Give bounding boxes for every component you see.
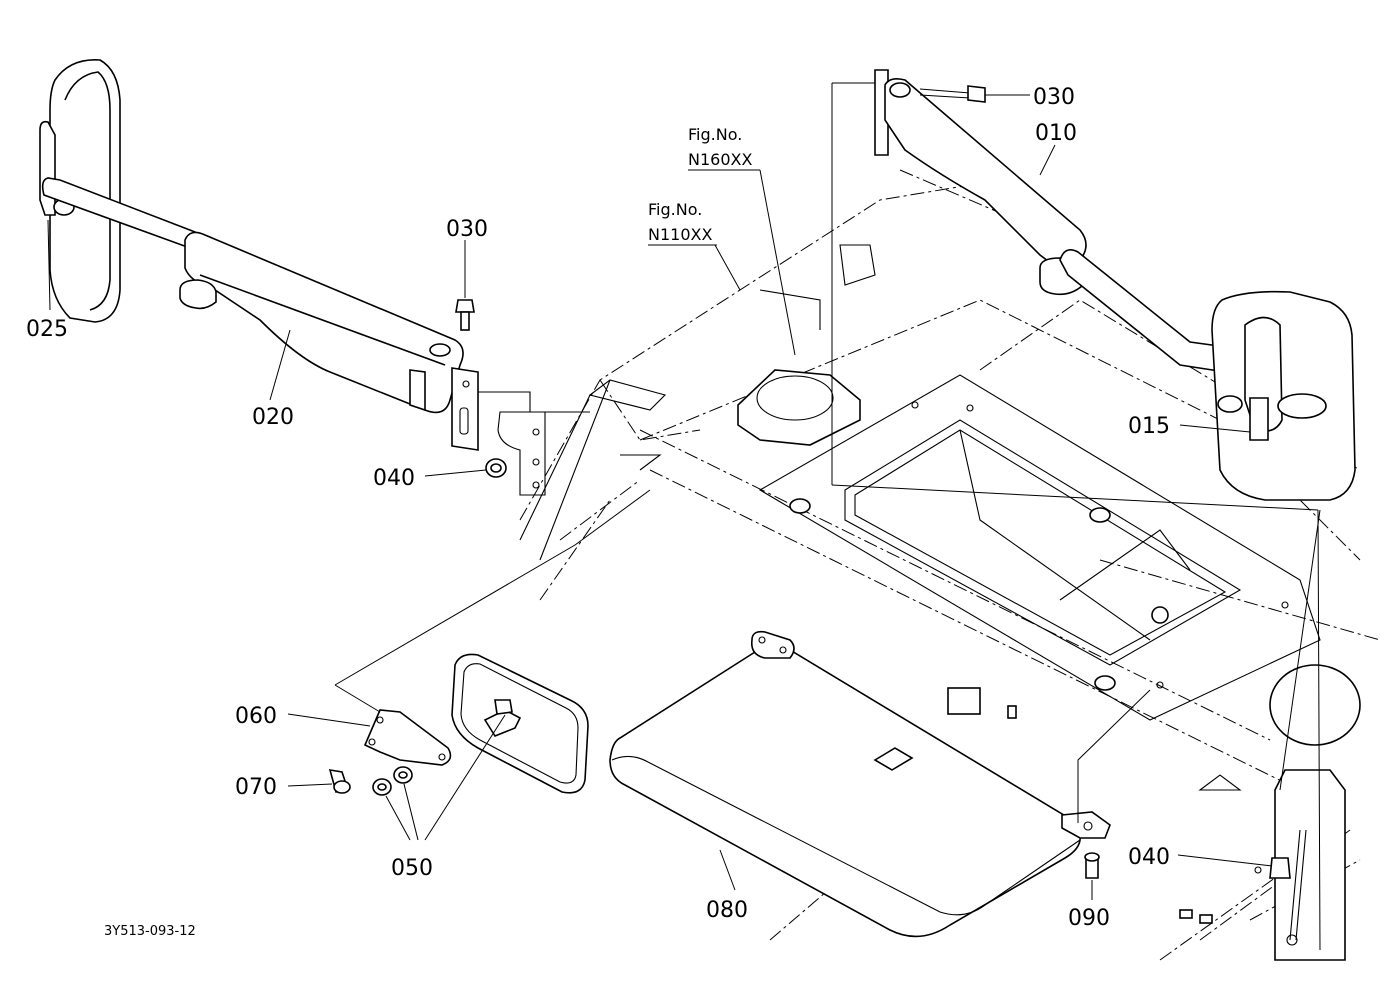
inner-mirror [451,653,589,794]
part-label-030-right: 030 [1033,85,1075,110]
fig-label-2: Fig.No. [648,200,702,219]
nut-040-right [1254,857,1291,879]
hood-pad [737,369,861,446]
reference-lines [47,82,1321,951]
fig-label-1: Fig.No. [688,125,742,144]
bolt-030-left [455,299,475,331]
fig-ref-2: N110XX [648,225,712,244]
screw-090 [1084,852,1100,879]
part-label-040-right: 040 [1128,845,1170,870]
part-label-010: 010 [1035,121,1077,146]
part-label-030-left: 030 [446,217,488,242]
mirror-head-right [1211,290,1356,501]
mirror-arm-right [874,69,1262,401]
bracket-060 [363,709,452,766]
part-label-070: 070 [235,775,277,800]
part-label-025: 025 [26,317,68,342]
mount-plate-left [478,391,590,496]
nut-040-left [485,458,507,478]
bolt-070 [328,769,351,794]
left-pillar [519,244,876,561]
mirror-arm-left [41,177,464,414]
right-side-parts [947,664,1361,961]
fig-ref-1: N160XX [688,150,752,169]
figure-references: Fig.No. N160XX Fig.No. N110XX [648,125,760,246]
part-label-050: 050 [391,856,433,881]
nuts-050 [372,766,413,796]
bolt-030-right [919,85,986,103]
part-label-020: 020 [252,405,294,430]
floor-plate [758,374,1321,721]
arm-bracket-left [451,367,479,451]
sun-visor-080 [609,630,1111,938]
part-label-040-left: 040 [373,466,415,491]
part-labels: 030 010 015 030 025 020 040 060 070 050 … [26,85,1170,931]
drawing-code: 3Y513-093-12 [104,924,196,939]
part-label-060: 060 [235,704,277,729]
part-label-090: 090 [1068,906,1110,931]
part-label-080: 080 [706,898,748,923]
part-label-015: 015 [1128,414,1170,439]
